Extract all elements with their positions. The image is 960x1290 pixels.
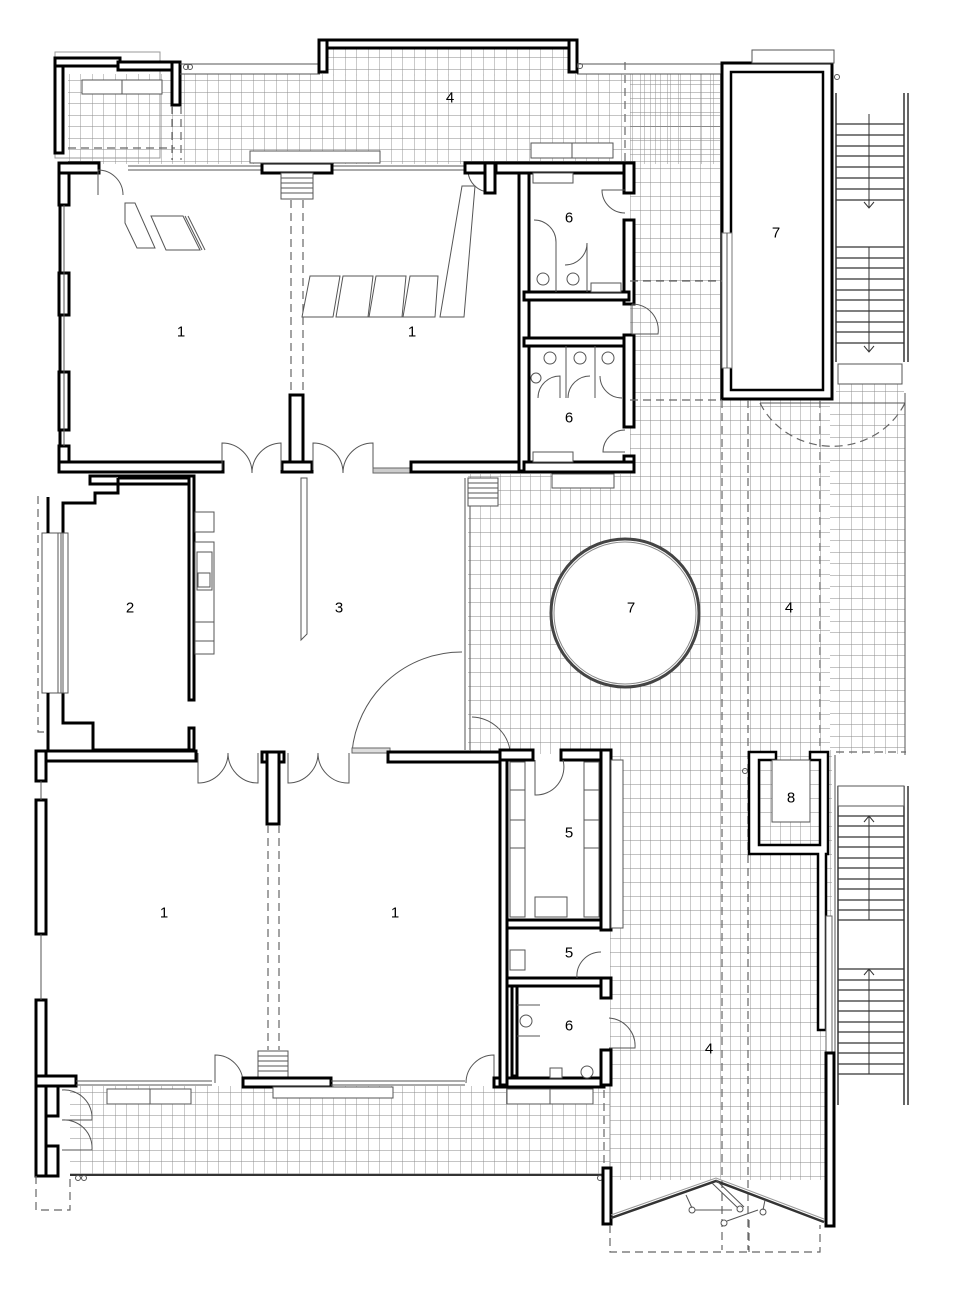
steps-bottom xyxy=(257,1050,289,1080)
room-label-6-mid: 6 xyxy=(564,409,574,427)
room-7-pavilion xyxy=(720,49,840,401)
room-label-6-top: 6 xyxy=(564,209,574,227)
room-label-7-circle: 7 xyxy=(626,599,636,617)
entrance-canopy xyxy=(601,1166,825,1253)
steps-top xyxy=(280,172,314,200)
room-label-6-bottom: 6 xyxy=(564,1017,574,1035)
top-block xyxy=(57,150,659,489)
bottom-block xyxy=(34,748,636,1211)
room-label-4-bottom: 4 xyxy=(704,1040,714,1058)
room-label-8: 8 xyxy=(786,789,796,807)
room-label-1-sw: 1 xyxy=(159,904,169,922)
room-label-5-a: 5 xyxy=(564,824,574,842)
room-8-block xyxy=(742,750,830,1032)
room-label-5-b: 5 xyxy=(564,944,574,962)
room-label-7-pavilion: 7 xyxy=(771,224,781,242)
stairs-bottom-right xyxy=(824,755,909,1228)
room-label-4-right: 4 xyxy=(784,599,794,617)
top-terrace-walls xyxy=(53,38,723,164)
room-label-1-ne: 1 xyxy=(407,323,417,341)
room-label-4-top: 4 xyxy=(445,89,455,107)
stairs-top-right xyxy=(835,93,909,385)
room-label-1-se: 1 xyxy=(390,904,400,922)
room-7-circular xyxy=(549,537,701,689)
room-label-1-nw: 1 xyxy=(176,323,186,341)
middle-block xyxy=(37,474,511,754)
room-label-2: 2 xyxy=(125,599,135,617)
dashed-overhead-lines xyxy=(630,280,906,1250)
steps-mid xyxy=(467,477,499,507)
terrace-top xyxy=(68,46,723,164)
room-label-3: 3 xyxy=(334,599,344,617)
